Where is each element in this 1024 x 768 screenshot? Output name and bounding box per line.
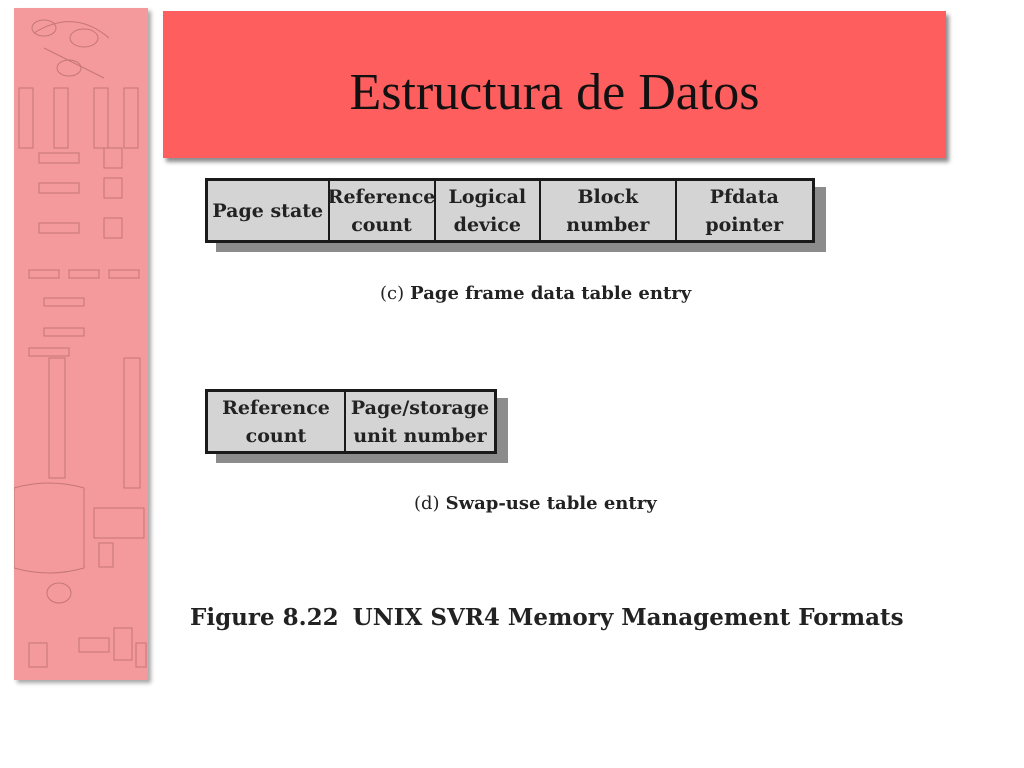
slide-title: Estructura de Datos xyxy=(349,64,760,121)
field-reference-count: Reference count xyxy=(208,392,346,451)
field-logical-device: Logical device xyxy=(436,181,542,240)
caption-letter: (c) xyxy=(380,283,405,304)
field-page-storage-unit-number: Page/storage unit number xyxy=(350,396,490,447)
decorative-side-strip xyxy=(14,8,148,680)
swap-use-table-entry: Reference count Page/storage unit number xyxy=(205,389,497,454)
caption-letter: (d) xyxy=(414,493,440,514)
caption-text: Page frame data table entry xyxy=(410,283,692,304)
caption-page-frame-data-table: (c)Page frame data table entry xyxy=(380,283,691,304)
figure-caption: Figure 8.22 UNIX SVR4 Memory Management F… xyxy=(190,604,904,631)
side-strip-diagram-sketch xyxy=(14,19,147,668)
caption-swap-use-table: (d)Swap-use table entry xyxy=(414,493,657,514)
figure-title: UNIX SVR4 Memory Management Formats xyxy=(352,604,904,631)
field-reference-count: Reference count xyxy=(328,181,436,240)
caption-text: Swap-use table entry xyxy=(445,493,657,514)
field-block-number: Block number xyxy=(541,181,677,240)
field-pfdata-pointer: Pfdata pointer xyxy=(705,185,784,236)
title-banner: Estructura de Datos xyxy=(163,11,946,158)
field-page-state: Page state xyxy=(208,181,330,240)
figure-number: Figure 8.22 xyxy=(190,604,339,631)
page-frame-data-table-entry: Page state Reference count Logical devic… xyxy=(205,178,815,243)
